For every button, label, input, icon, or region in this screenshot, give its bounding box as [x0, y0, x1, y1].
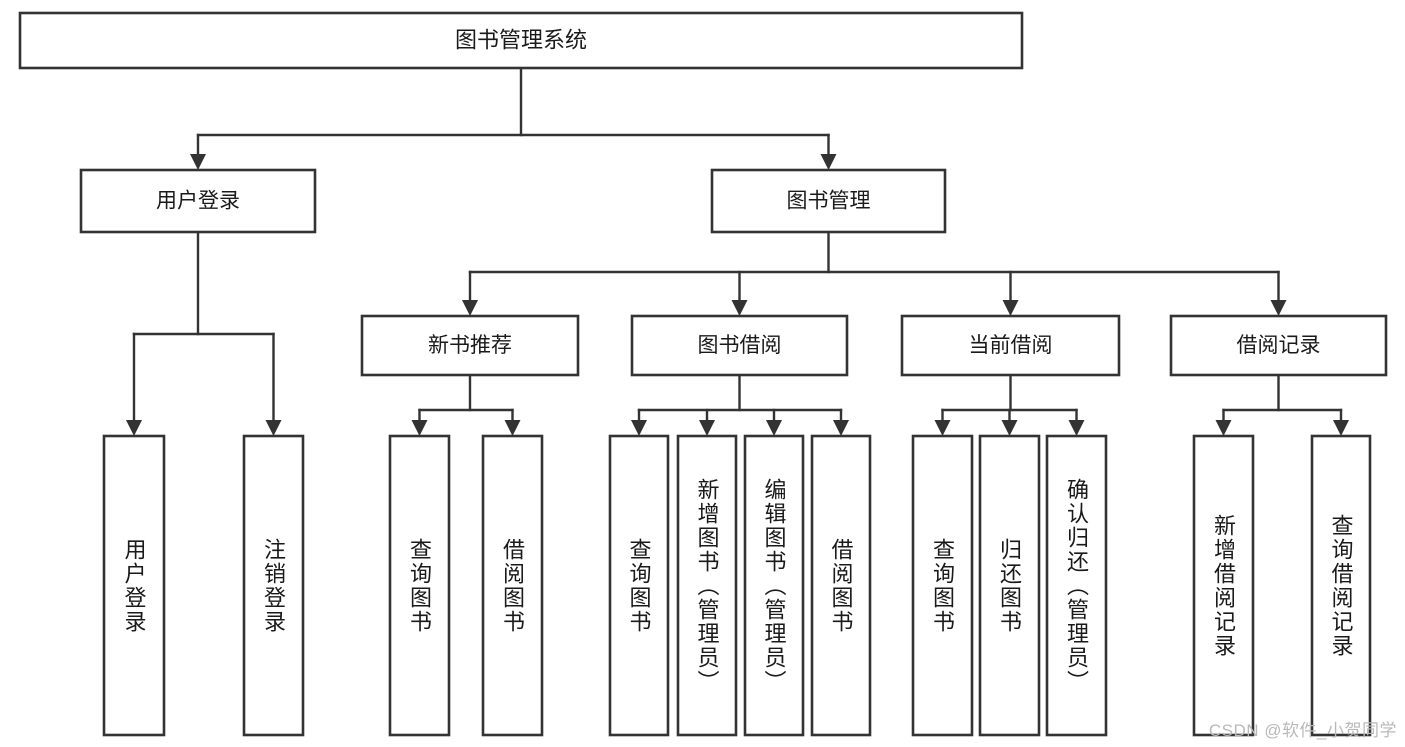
arrow-head-icon — [820, 154, 837, 170]
node-level3-0-label: 新书推荐 — [428, 334, 512, 357]
node-leaf-12-rect[interactable] — [1310, 434, 1372, 737]
arrow-head-icon — [462, 300, 478, 316]
arrow-head-icon — [411, 420, 428, 436]
node-leaf-9[interactable] — [978, 434, 1041, 737]
arrow-head-icon — [1002, 300, 1019, 316]
node-leaf-12[interactable] — [1310, 434, 1372, 737]
node-level3-3[interactable]: 借阅记录 — [1169, 314, 1388, 377]
node-leaf-3-rect[interactable] — [481, 434, 544, 737]
node-level2-0-label: 用户登录 — [156, 190, 240, 213]
node-leaf-11[interactable] — [1192, 434, 1255, 737]
node-leaf-8[interactable] — [911, 434, 974, 737]
node-level3-3-rect[interactable] — [1169, 314, 1388, 377]
node-leaf-10[interactable] — [1045, 434, 1108, 737]
node-leaf-0[interactable] — [102, 434, 166, 737]
node-leaf-8-rect[interactable] — [911, 434, 974, 737]
node-level3-1[interactable]: 图书借阅 — [630, 314, 849, 377]
node-level3-0[interactable]: 新书推荐 — [360, 314, 580, 377]
node-leaf-9-rect[interactable] — [978, 434, 1041, 737]
arrow-head-icon — [504, 420, 521, 436]
arrow-head-icon — [699, 420, 715, 436]
node-leaf-4[interactable] — [608, 434, 670, 737]
connectors-layer — [126, 66, 1349, 436]
arrow-head-icon — [1001, 420, 1018, 436]
node-level2-0[interactable]: 用户登录 — [79, 168, 317, 234]
node-leaf-2-rect[interactable] — [388, 434, 451, 737]
node-level2-1[interactable]: 图书管理 — [710, 168, 947, 234]
arrow-head-icon — [1333, 420, 1349, 436]
node-root[interactable]: 图书管理系统 — [18, 11, 1024, 70]
node-leaf-7[interactable] — [810, 434, 872, 737]
node-level3-2[interactable]: 当前借阅 — [900, 314, 1121, 377]
arrow-head-icon — [731, 300, 748, 316]
node-level2-1-label: 图书管理 — [787, 190, 871, 213]
node-leaf-5-rect[interactable] — [676, 434, 738, 737]
node-leaf-3[interactable] — [481, 434, 544, 737]
node-leaf-4-rect[interactable] — [608, 434, 670, 737]
node-leaf-7-rect[interactable] — [810, 434, 872, 737]
node-leaf-1-rect[interactable] — [242, 434, 305, 737]
node-level3-1-rect[interactable] — [630, 314, 849, 377]
node-level3-2-rect[interactable] — [900, 314, 1121, 377]
node-level3-3-label: 借阅记录 — [1237, 334, 1321, 357]
node-level2-1-rect[interactable] — [710, 168, 947, 234]
arrow-head-icon — [265, 420, 282, 436]
node-leaf-2[interactable] — [388, 434, 451, 737]
node-level3-2-label: 当前借阅 — [969, 334, 1053, 357]
arrow-head-icon — [1270, 300, 1287, 316]
arrow-head-icon — [934, 420, 951, 436]
arrow-head-icon — [1068, 420, 1085, 436]
arrow-head-icon — [1215, 420, 1232, 436]
node-root-label: 图书管理系统 — [455, 27, 587, 52]
node-root-rect[interactable] — [18, 11, 1024, 70]
node-leaf-6[interactable] — [743, 434, 805, 737]
arrow-head-icon — [631, 420, 647, 436]
arrow-head-icon — [766, 420, 782, 436]
arrow-head-icon — [190, 154, 206, 170]
node-level2-0-rect[interactable] — [79, 168, 317, 234]
node-leaf-0-rect[interactable] — [102, 434, 166, 737]
node-level3-1-label: 图书借阅 — [698, 334, 782, 357]
node-leaf-6-rect[interactable] — [743, 434, 805, 737]
node-level3-0-rect[interactable] — [360, 314, 580, 377]
arrow-head-icon — [126, 420, 142, 436]
arrow-head-icon — [833, 420, 849, 436]
node-leaf-5[interactable] — [676, 434, 738, 737]
node-leaf-1[interactable] — [242, 434, 305, 737]
watermark-text: CSDN @软件_小贺同学 — [1208, 721, 1397, 740]
node-leaf-11-rect[interactable] — [1192, 434, 1255, 737]
node-leaf-10-rect[interactable] — [1045, 434, 1108, 737]
